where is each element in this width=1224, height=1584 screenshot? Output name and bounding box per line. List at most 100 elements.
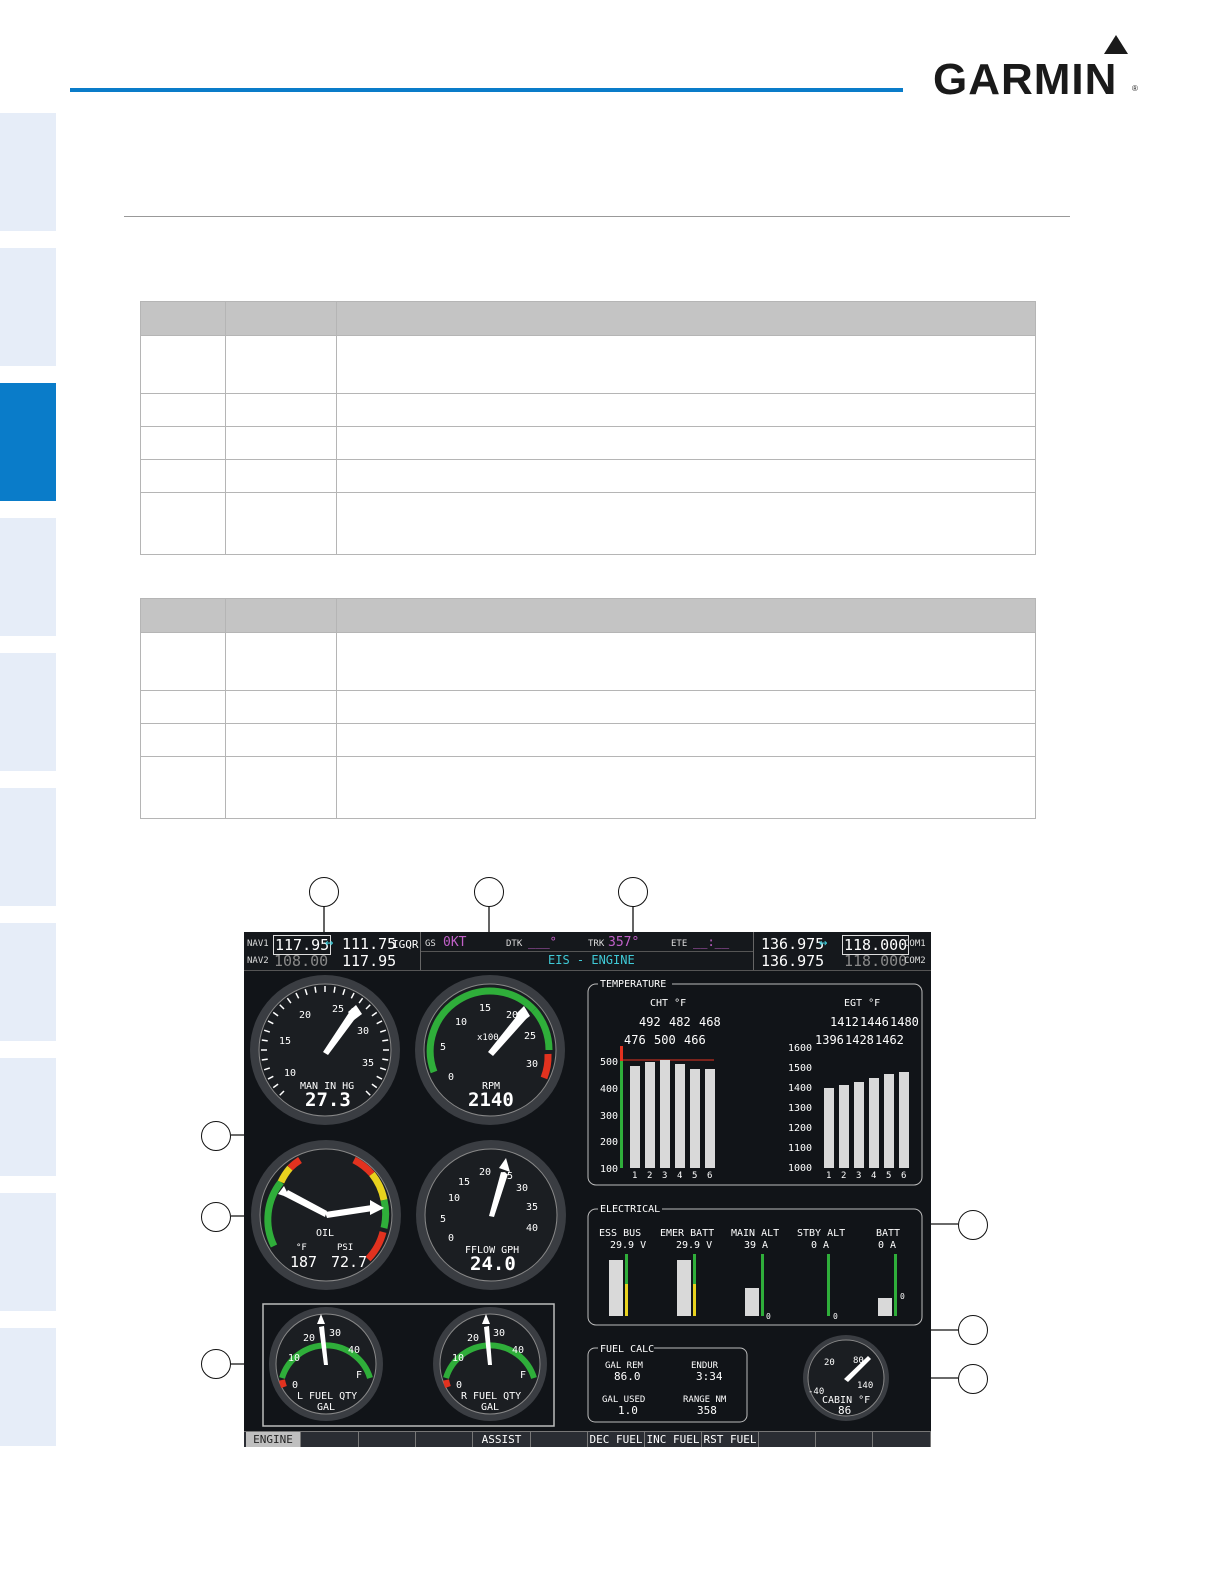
cht-cyl-label: 1 xyxy=(632,1171,637,1181)
softkey-12[interactable] xyxy=(873,1432,931,1447)
rfuel-tick-label: F xyxy=(520,1370,526,1381)
fflow-pointer xyxy=(499,1158,510,1172)
man-tick-mark xyxy=(376,1020,383,1025)
table-cell xyxy=(140,723,226,757)
side-tab-8[interactable] xyxy=(0,1058,56,1176)
side-tab-3-active[interactable] xyxy=(0,383,56,501)
softkey-4[interactable] xyxy=(416,1432,473,1447)
com2-standby-freq[interactable]: 118.000 xyxy=(844,952,908,970)
man-tick-mark xyxy=(279,1090,285,1096)
softkey-2[interactable] xyxy=(302,1432,359,1447)
garmin-logo: GARMIN xyxy=(933,55,1118,104)
ete-value: __:__ xyxy=(693,935,730,949)
softkey-10[interactable] xyxy=(759,1432,816,1447)
man-tick-mark xyxy=(371,1083,378,1089)
man-tick-mark xyxy=(272,1011,279,1017)
man-tick-mark xyxy=(342,988,346,996)
nav1-swap-arrow[interactable]: ↔ xyxy=(325,935,334,951)
lfuel-unit: GAL xyxy=(317,1402,335,1413)
stby-alt-value: 0 A xyxy=(811,1240,829,1251)
header-rule xyxy=(70,88,903,92)
ess-bus-value: 29.9 V xyxy=(610,1240,646,1251)
com1-swap-arrow[interactable]: ↔ xyxy=(819,935,828,951)
nav2-active-freq[interactable]: 108.00 xyxy=(274,952,329,970)
cht-bar xyxy=(645,1062,655,1168)
man-tick-mark xyxy=(358,997,364,1004)
man-tick-mark xyxy=(314,986,317,993)
cht-axis-label: 200 xyxy=(600,1137,618,1148)
com1-active-freq[interactable]: 136.975 xyxy=(761,935,825,953)
callout-4 xyxy=(201,1121,231,1151)
nav2-standby-freq[interactable]: 117.95 xyxy=(342,952,397,970)
egt-axis-label: 1300 xyxy=(788,1103,812,1114)
softkey-11[interactable] xyxy=(816,1432,873,1447)
table-row xyxy=(140,723,1036,757)
side-tab-2[interactable] xyxy=(0,248,56,366)
stby-alt-label: STBY ALT xyxy=(797,1228,845,1239)
rfuel-tick-label: 0 xyxy=(456,1380,462,1391)
table-header-cell xyxy=(140,598,226,633)
nav1-standby-freq[interactable]: 111.75 xyxy=(342,935,397,953)
nav1-active-freq[interactable]: 117.95 xyxy=(273,935,332,955)
main-alt-value: 39 A xyxy=(744,1240,768,1251)
softkey-engine[interactable]: ENGINE xyxy=(246,1432,301,1447)
side-tab-4[interactable] xyxy=(0,518,56,636)
softkey-assist[interactable]: ASSIST xyxy=(473,1432,531,1447)
cabin-tick-label: 20 xyxy=(824,1358,835,1368)
table-row xyxy=(140,632,1036,691)
gs-label: GS xyxy=(425,939,436,949)
table-row xyxy=(140,756,1036,819)
rpm-needle xyxy=(488,1012,527,1056)
man-tick-mark xyxy=(379,1067,387,1071)
softkey-dec-fuel[interactable]: DEC FUEL xyxy=(588,1432,645,1447)
cht-top-value: 492 xyxy=(639,1015,661,1029)
cht-cyl-label: 4 xyxy=(677,1171,682,1181)
rpm-tick-label: 30 xyxy=(526,1059,538,1070)
fflow-tick-label: 5 xyxy=(440,1214,446,1225)
oil-temp-pointer xyxy=(278,1186,290,1198)
cht-bottom-value: 476 xyxy=(624,1033,646,1047)
rfuel-tick-label: 20 xyxy=(467,1333,479,1344)
man-tick-mark xyxy=(261,1039,268,1042)
egt-bar xyxy=(869,1078,879,1168)
cht-bar xyxy=(675,1064,685,1168)
table-cell xyxy=(225,492,337,555)
table-cell xyxy=(140,632,226,691)
side-tab-10[interactable] xyxy=(0,1328,56,1446)
com1-standby-freq[interactable]: 118.000 xyxy=(842,935,910,955)
cht-bar xyxy=(690,1069,700,1168)
batt-value: 0 A xyxy=(878,1240,896,1251)
side-tab-1[interactable] xyxy=(0,113,56,231)
side-tab-6[interactable] xyxy=(0,788,56,906)
softkey-3[interactable] xyxy=(359,1432,416,1447)
egt-axis-label: 1200 xyxy=(788,1123,812,1134)
manifold-pressure-gauge: 10 15 20 25 30 35 MAN IN HG 27.3 xyxy=(250,975,400,1125)
range-value: 358 xyxy=(697,1404,717,1417)
nav2-label: NAV2 xyxy=(247,956,269,966)
egt-title: EGT °F xyxy=(844,998,880,1009)
cht-axis-label: 300 xyxy=(600,1111,618,1122)
page-title: EIS - ENGINE xyxy=(548,953,635,967)
callout-5 xyxy=(201,1202,231,1232)
callout-8 xyxy=(958,1315,988,1345)
rpm-tick-label: 0 xyxy=(448,1072,454,1083)
cabin-value: 86 xyxy=(838,1404,851,1417)
man-pointer xyxy=(348,1005,362,1020)
softkey-inc-fuel[interactable]: INC FUEL xyxy=(645,1432,702,1447)
right-fuel-gauge: 0 10 20 30 40 F R FUEL QTY GAL xyxy=(433,1307,547,1421)
rpm-pointer xyxy=(516,1006,530,1022)
com2-active-freq[interactable]: 136.975 xyxy=(761,952,825,970)
side-tab-7[interactable] xyxy=(0,923,56,1041)
side-tab-9[interactable] xyxy=(0,1193,56,1311)
table-cell xyxy=(336,756,1036,819)
fflow-tick-label: 15 xyxy=(458,1177,470,1188)
egt-bottom-value: 1428 xyxy=(845,1033,874,1047)
nav1-ident: IGQR xyxy=(392,938,419,951)
man-tick-label: 30 xyxy=(357,1026,369,1037)
endur-label: ENDUR xyxy=(691,1361,719,1371)
softkey-6[interactable] xyxy=(531,1432,588,1447)
main-alt-label: MAIN ALT xyxy=(731,1228,779,1239)
side-tab-5[interactable] xyxy=(0,653,56,771)
softkey-rst-fuel[interactable]: RST FUEL xyxy=(702,1432,759,1447)
gal-rem-value: 86.0 xyxy=(614,1370,641,1383)
